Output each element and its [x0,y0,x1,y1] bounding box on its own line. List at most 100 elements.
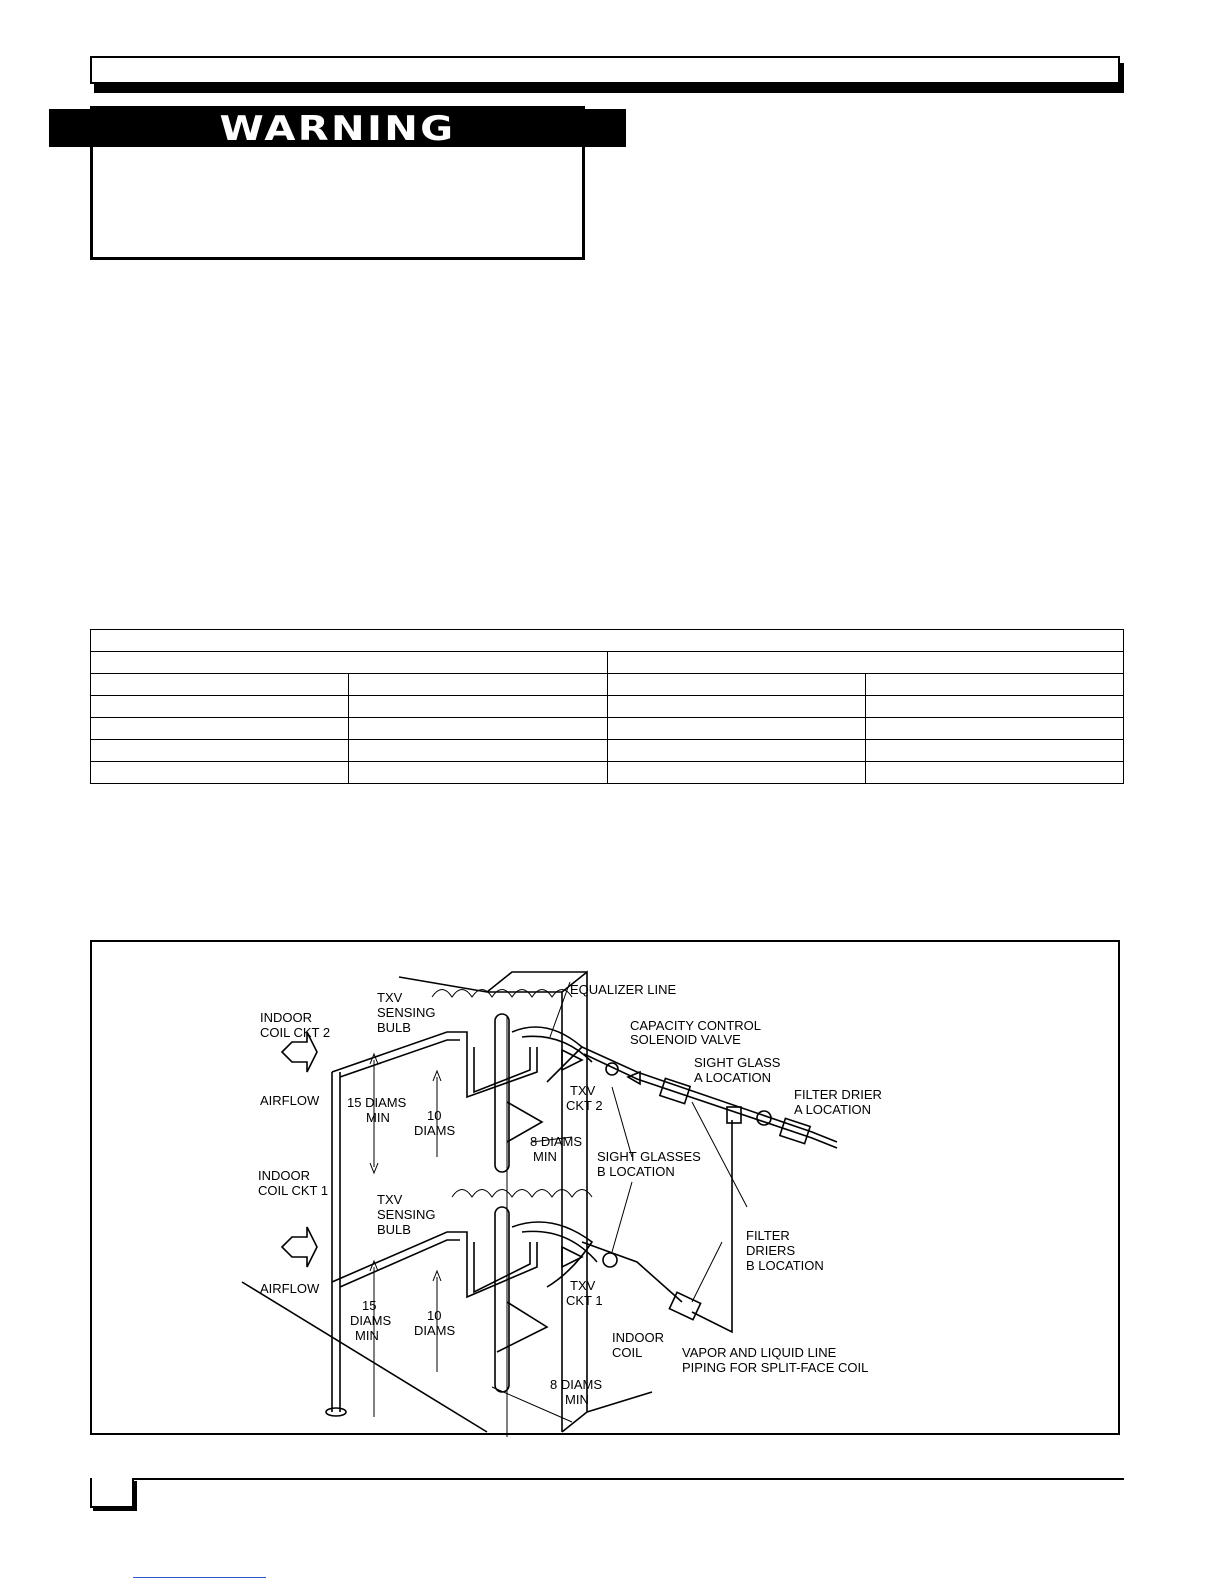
page-number-tab [90,1478,134,1508]
floor-line [241,1281,488,1433]
label-equalizer-line: EQUALIZER LINE [570,982,677,997]
capillary-bottom [451,1189,593,1198]
upper-suction-loop-inner [473,1047,531,1094]
table-row [90,651,1124,674]
table-cell [606,717,866,740]
distributor-bottom [511,1221,598,1288]
distributor-top [511,1026,593,1083]
liquid-line-upper-2 [583,1053,838,1149]
dim-10-upper [432,1069,442,1157]
table-cell [606,673,866,696]
table-cell [864,761,1125,784]
wall-top-line [398,976,488,993]
upper-horizontal-suction [331,1031,468,1078]
main-suction-riser [331,1072,341,1412]
solenoid-valve [626,1070,641,1086]
equalizer-leader [549,981,571,1038]
capillary-top [431,989,573,998]
table-cell [864,695,1125,718]
coil-block-front-edge [487,991,563,1432]
riser-lower-pipe [494,1206,510,1393]
table-cell [90,651,608,674]
tee-fitting [726,1106,742,1124]
dim-15-upper [369,1052,379,1175]
table-cell [348,695,608,718]
wall-bottom-line [586,1391,653,1413]
header-bar [90,56,1120,84]
table-row [89,739,1125,762]
table-cell [89,717,350,740]
table-cell [348,739,608,762]
filter-drier-b-lower [668,1291,702,1321]
table-cell [348,761,608,784]
table-cell [89,761,350,784]
table-cell [606,739,866,762]
airflow-bottom-arrow [280,1226,318,1268]
table-cell [89,695,350,718]
table-row [89,717,1125,740]
warning-box: WARNING [48,106,627,260]
liquid-drop [691,1120,733,1334]
liquid-line-lower [581,1241,683,1303]
txv-ckt1-valve [561,1245,584,1269]
table-cell [606,695,866,718]
table-cell [90,629,1124,652]
table-cell [606,651,1124,674]
sight-glass-b-upper [605,1062,619,1076]
lower-bend [496,1301,549,1353]
table-row [89,761,1125,784]
diagram-drawing [241,970,838,1437]
upper-bend [506,1101,544,1143]
table-cell [89,673,350,696]
dim-10-lower [432,1269,442,1372]
table-cell [348,673,608,696]
dim-8-lines [491,1136,573,1423]
airflow-top-arrow [280,1031,318,1073]
footer-link-underline [133,1577,266,1578]
filter-drier-b-upper [658,1077,692,1105]
filter-drier-a [778,1117,812,1145]
lower-suction-loop [466,1242,538,1299]
suction-outlet [325,1407,347,1417]
sight-glass-b-lower [602,1252,618,1268]
txv-ckt2-valve [561,1048,584,1072]
lower-horizontal-suction [331,1231,468,1288]
table-row [90,629,1124,652]
warning-title: WARNING [48,109,627,149]
table-cell [864,673,1125,696]
table-row [89,695,1125,718]
dim-15-lower [369,1259,379,1417]
table-row [89,673,1125,696]
lower-suction-loop-inner [473,1242,531,1294]
label-airflow-bottom: AIRFLOW [260,1281,320,1296]
riser-upper-pipe [494,1013,510,1173]
upper-suction-loop [466,1047,538,1099]
liquid-line-upper [581,1046,838,1143]
table-cell [864,717,1125,740]
table-cell [606,761,866,784]
sight-glass-a [756,1110,772,1126]
table-cell [864,739,1125,762]
label-airflow-top: AIRFLOW [260,1093,320,1108]
